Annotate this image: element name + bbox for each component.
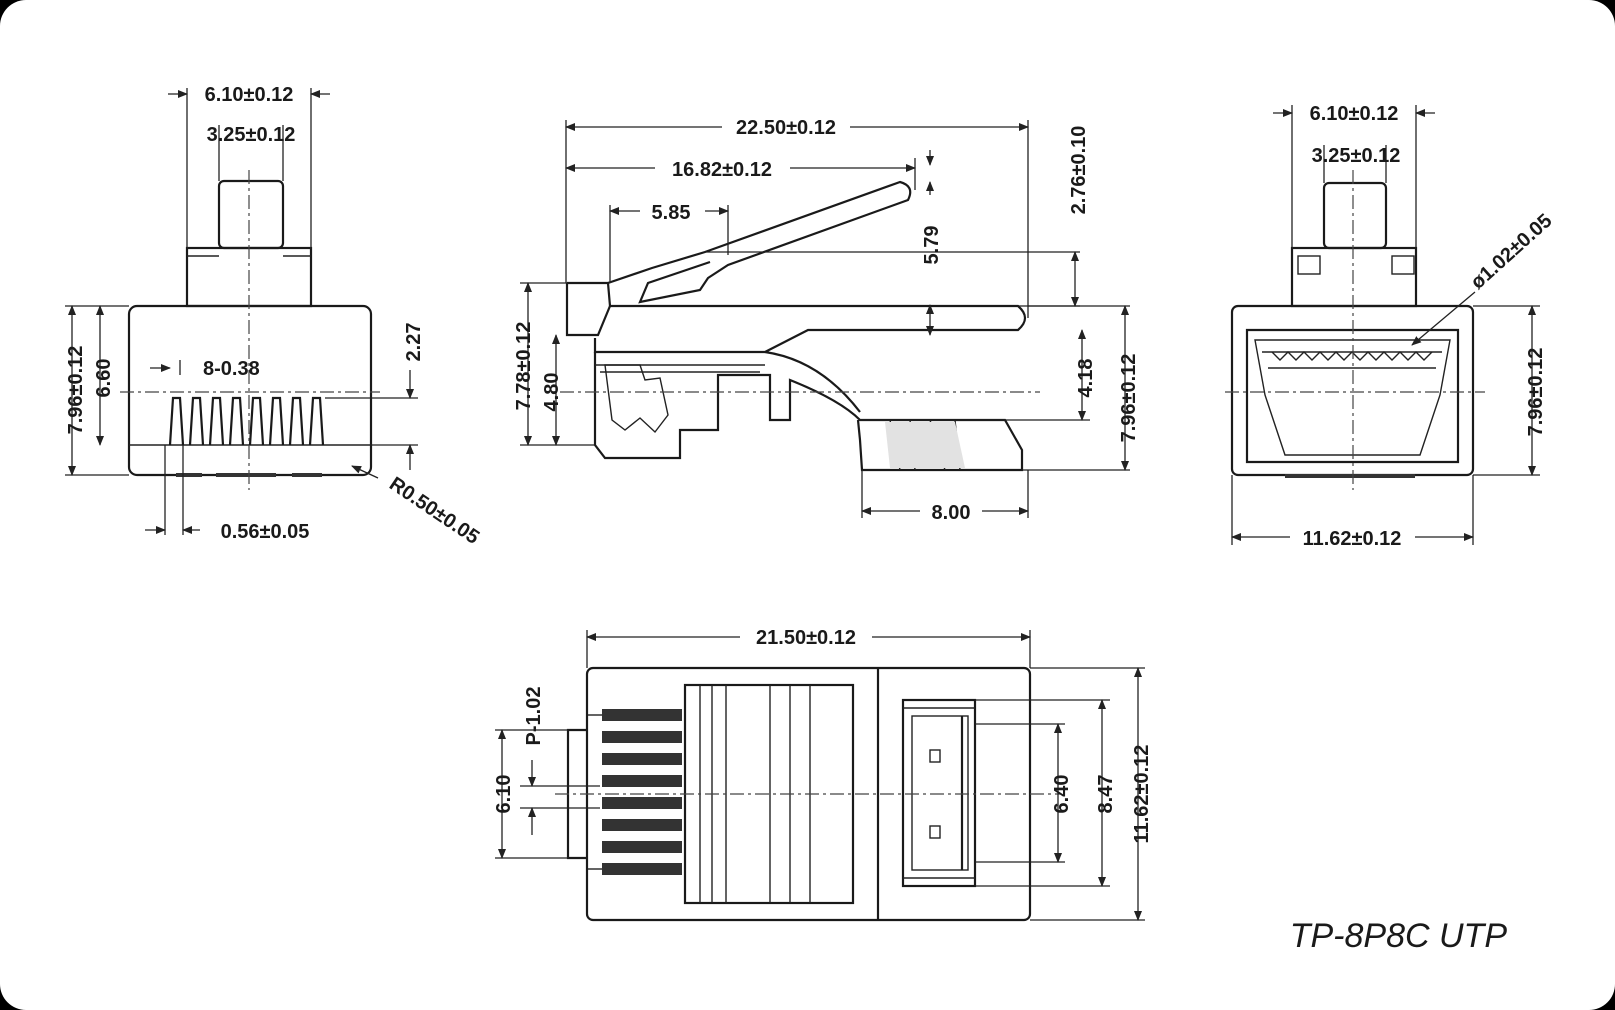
rear-hole-diameter-label: ø1.02±0.05 — [1467, 210, 1557, 294]
top-inner-width-label: 8.47 — [1095, 775, 1117, 814]
front-contact-width-label: 0.56±0.05 — [221, 521, 310, 543]
rear-width-label: 11.62±0.12 — [1303, 528, 1402, 550]
side-front-height-label: 7.78±0.12 — [513, 322, 535, 411]
rear-view: 6.10±0.12 3.25±0.12 ø1.02±0.05 7.96±0.12… — [1225, 103, 1556, 550]
front-top-width-label: 6.10±0.12 — [205, 84, 294, 106]
side-latch-step-label: 5.85 — [652, 202, 691, 224]
top-opening-width-label: 6.40 — [1051, 775, 1073, 814]
front-contact-pitch-label: 8-0.38 — [203, 358, 260, 380]
side-latch-height-label: 5.79 — [921, 226, 943, 265]
top-width-label: 11.62±0.12 — [1131, 745, 1153, 844]
rear-top-width-label: 6.10±0.12 — [1310, 103, 1399, 125]
front-contact-depth-label: 2.27 — [403, 323, 425, 362]
top-latch-width-label: 6.10 — [493, 775, 515, 814]
side-overall-length-label: 22.50±0.12 — [736, 117, 836, 139]
rear-height-label: 7.96±0.12 — [1525, 348, 1547, 437]
top-view: 21.50±0.12 P-1.02 6.10 6.40 8.47 11.62±0… — [493, 627, 1153, 922]
front-body-height-label: 6.60 — [93, 359, 115, 398]
side-latch-rise-label: 2.76±0.10 — [1068, 126, 1090, 215]
side-rear-offset-label: 4.18 — [1075, 359, 1097, 398]
top-pitch-label: P-1.02 — [523, 687, 545, 746]
front-height-label: 7.96±0.12 — [65, 346, 87, 435]
top-length-label: 21.50±0.12 — [756, 627, 856, 649]
front-latch-width-label: 3.25±0.12 — [207, 124, 296, 146]
front-corner-radius-label: R0.50±0.05 — [385, 473, 483, 549]
side-nose-height-label: 4.80 — [541, 373, 563, 412]
side-overall-height-label: 7.96±0.12 — [1118, 354, 1140, 443]
side-view: 22.50±0.12 16.82±0.12 5.85 2.76±0.10 5.7… — [513, 117, 1140, 524]
side-strain-relief-label: 8.00 — [932, 502, 971, 524]
rear-latch-width-label: 3.25±0.12 — [1312, 145, 1401, 167]
front-view: 6.10±0.12 3.25±0.12 7.96±0.12 6.60 8-0.3… — [65, 84, 483, 549]
side-latch-length-label: 16.82±0.12 — [672, 159, 772, 181]
model-label: TP-8P8C UTP — [1289, 917, 1507, 955]
